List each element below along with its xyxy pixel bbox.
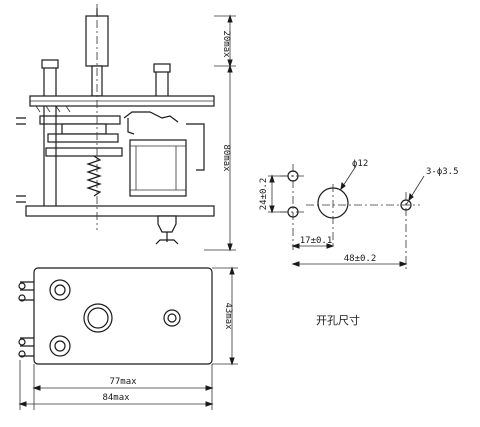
dim-height-total: 80max xyxy=(221,144,231,172)
terminal-hole-top xyxy=(49,279,71,301)
gear-block xyxy=(61,123,107,135)
dim-width-long: 84max xyxy=(102,393,130,403)
dim-width-short: 77max xyxy=(109,377,137,387)
right-hole xyxy=(163,309,181,327)
right-post-cap xyxy=(153,63,171,73)
dim-height-top: 20max xyxy=(221,30,231,58)
side-tabs xyxy=(16,117,26,203)
coil xyxy=(129,139,187,197)
dim-vertical-spacing: 24±0.2 xyxy=(259,178,269,211)
bottom-plate xyxy=(25,205,215,217)
cutout-drawing: ϕ12 3-ϕ3.5 24±0.2 17±0.1 48±0.2 开孔尺寸 xyxy=(259,159,459,327)
left-post xyxy=(43,63,57,99)
dim-depth: 43max xyxy=(223,302,233,330)
plan-view: 43max 77max 84max xyxy=(18,266,238,410)
terminal-hole-bottom xyxy=(49,335,71,357)
bracket xyxy=(186,123,205,171)
left-post-cap xyxy=(41,59,59,69)
dim-offset-large: 48±0.2 xyxy=(344,254,377,264)
label-mount-holes: 3-ϕ3.5 xyxy=(426,167,459,177)
label-center-hole: ϕ12 xyxy=(352,159,368,169)
cutout-title: 开孔尺寸 xyxy=(316,313,360,327)
bottom-nut xyxy=(157,215,177,233)
center-hole xyxy=(83,303,113,333)
base-plate xyxy=(33,267,213,365)
mid-bar-2 xyxy=(47,133,119,143)
mid-bar xyxy=(39,115,121,125)
mid-bar-3 xyxy=(45,147,123,157)
spring xyxy=(86,155,102,197)
dim-offset-small: 17±0.1 xyxy=(300,236,333,246)
lever xyxy=(123,111,179,123)
side-view: 20max 80max xyxy=(16,4,236,252)
terminals xyxy=(20,281,34,357)
